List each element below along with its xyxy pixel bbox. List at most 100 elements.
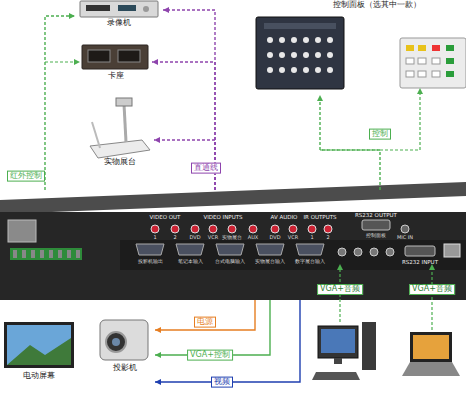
port-label: 投影机输出 — [138, 259, 163, 265]
network-port — [444, 244, 460, 257]
vcr-slot — [86, 5, 110, 11]
edge-label: 电源 — [194, 317, 216, 328]
deck-node: 卡座 — [80, 42, 152, 86]
edge-label: 红外控制 — [7, 171, 45, 182]
projector-glass — [112, 338, 120, 346]
terminal-screws — [13, 250, 80, 258]
central-controller: VIDEO OUT VIDEO INPUTS AV AUDIO IR OUTPUTS R… — [0, 190, 466, 300]
arrowhead — [317, 95, 323, 101]
pc-tower — [362, 322, 376, 370]
camera-arm — [124, 104, 126, 142]
edge-label: 直通线 — [191, 163, 221, 174]
panel-buttons — [267, 37, 333, 73]
deck-window — [88, 50, 110, 62]
laptop-lid — [410, 332, 452, 362]
vcr-body — [80, 1, 158, 17]
controller-top — [0, 182, 466, 214]
edge-label: 控制 — [369, 129, 391, 140]
terminal-block — [10, 248, 82, 260]
connector — [155, 300, 300, 382]
port-label: VGA+音频 — [317, 284, 363, 295]
layout-arrowheads — [74, 59, 435, 270]
laptop-base — [402, 362, 460, 376]
monitor-screen — [321, 329, 355, 353]
screen-node: 电动屏幕 — [0, 318, 80, 390]
rs232-output-port — [362, 220, 390, 230]
screen-frame — [4, 322, 74, 368]
arrowhead — [152, 59, 158, 65]
connector — [320, 95, 380, 190]
controller-lower — [120, 240, 466, 270]
layout-wires — [45, 62, 432, 330]
vcr-display — [118, 5, 136, 11]
projector-body — [100, 320, 148, 360]
node-text: VIDEO INPUTS — [203, 214, 242, 220]
connector — [155, 300, 255, 330]
node-text: RS232 OUTPUT — [355, 212, 397, 218]
arrowhead — [69, 13, 75, 19]
port-label: MIC IN — [397, 235, 413, 241]
vga-ports — [136, 244, 324, 255]
node-text: 录像机 — [107, 19, 131, 28]
port-label: 2 — [326, 235, 329, 241]
control-panel-group: 控制面板（选其中一款） — [240, 0, 466, 95]
node-text: 控制面板（选其中一款） — [333, 1, 421, 10]
port-label: 1 — [153, 235, 156, 241]
panel-keys — [406, 45, 454, 77]
power-socket — [8, 220, 36, 242]
node-text: 实物展台 — [104, 158, 136, 167]
port-label: AUX — [248, 235, 259, 241]
arrowhead — [163, 7, 169, 13]
monitor-stand — [334, 358, 342, 364]
deck-window — [118, 50, 140, 62]
deck-body — [82, 45, 148, 69]
projector-node: 投影机 — [95, 312, 155, 392]
node-text: 投影机 — [113, 364, 137, 373]
port-label: 数字展台输入 — [295, 259, 325, 265]
connector — [45, 16, 75, 190]
port-label: 台式电脑输入 — [215, 259, 245, 265]
laptop-screen — [413, 335, 449, 359]
screen-hills — [7, 338, 71, 365]
port-label: 实物展台 — [222, 235, 242, 241]
controller-front — [0, 212, 466, 300]
node-text: 电动屏幕 — [23, 372, 55, 381]
panel-dark — [256, 17, 344, 89]
panel-light — [400, 38, 466, 88]
rca-jacks — [151, 225, 332, 233]
connector — [155, 300, 270, 355]
port-label: DVD — [189, 235, 200, 241]
screen-picture — [7, 325, 71, 365]
monitor — [318, 326, 358, 358]
edge-label: VGA+控制 — [187, 350, 233, 361]
edge-label: 视频 — [211, 377, 233, 388]
port-label: 2 — [173, 235, 176, 241]
port-label: 控制面板 — [366, 233, 386, 239]
camera-lamp — [92, 122, 100, 148]
arrowhead — [155, 379, 161, 385]
node-text: VIDEO OUT — [150, 214, 181, 220]
panel-strip — [264, 23, 336, 29]
port-label: VCR — [288, 235, 298, 241]
camera-head — [116, 98, 132, 106]
port-label: 笔记本输入 — [178, 259, 203, 265]
node-text: 卡座 — [108, 72, 124, 81]
node-text: RS232 INPUT — [402, 259, 438, 265]
port-label: 实物展台输入 — [255, 259, 285, 265]
arrowhead — [155, 352, 161, 358]
arrowhead — [155, 327, 161, 333]
node-text: AV AUDIO — [271, 214, 298, 220]
keyboard — [312, 372, 360, 380]
mic-jack — [401, 225, 409, 233]
port-label: VCR — [208, 235, 218, 241]
audio-jacks — [338, 248, 394, 256]
vcr-node: 录像机 — [75, 0, 163, 32]
port-label: DVD — [269, 235, 280, 241]
projector-lens — [106, 332, 126, 352]
port-label: 1 — [310, 235, 313, 241]
arrowhead — [154, 137, 160, 143]
node-text: IR OUTPUTS — [303, 214, 336, 220]
